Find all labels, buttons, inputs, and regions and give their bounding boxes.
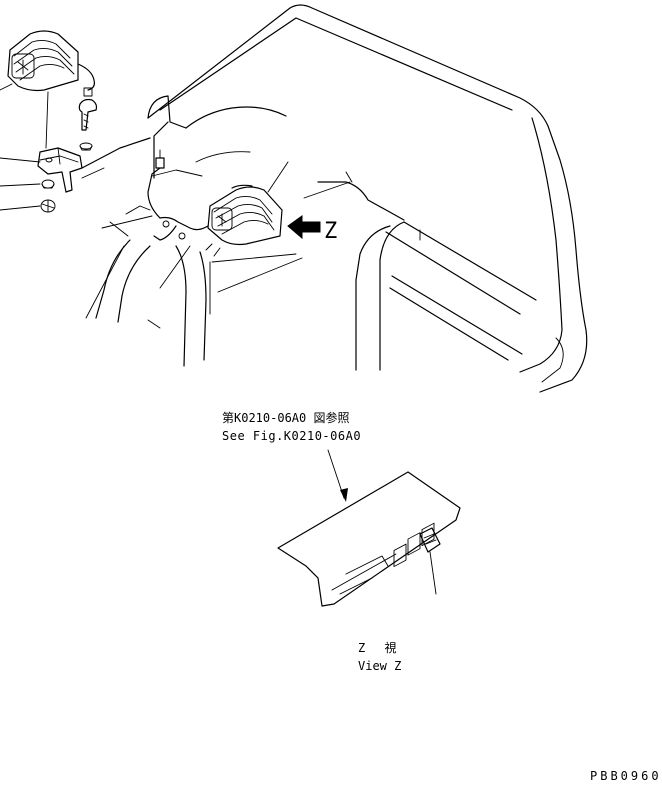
cab-work-lamp	[125, 149, 283, 257]
view-caption-jp: Z 視	[358, 640, 396, 655]
drawing-code: PBB0960	[590, 769, 662, 783]
exploded-lamp-assembly	[0, 30, 151, 213]
cab-frame	[95, 4, 588, 393]
switch-panel-view-z	[277, 471, 461, 607]
view-caption-en: View Z	[358, 659, 401, 673]
reference-note-jp: 第K0210-06A0 図参照	[222, 410, 349, 425]
reference-arrow	[327, 449, 348, 502]
leader-lines-cab	[85, 161, 351, 319]
view-z-arrow	[287, 215, 321, 240]
view-z-marker: Z	[324, 219, 337, 244]
reference-note-en: See Fig.K0210-06A0	[222, 429, 361, 443]
